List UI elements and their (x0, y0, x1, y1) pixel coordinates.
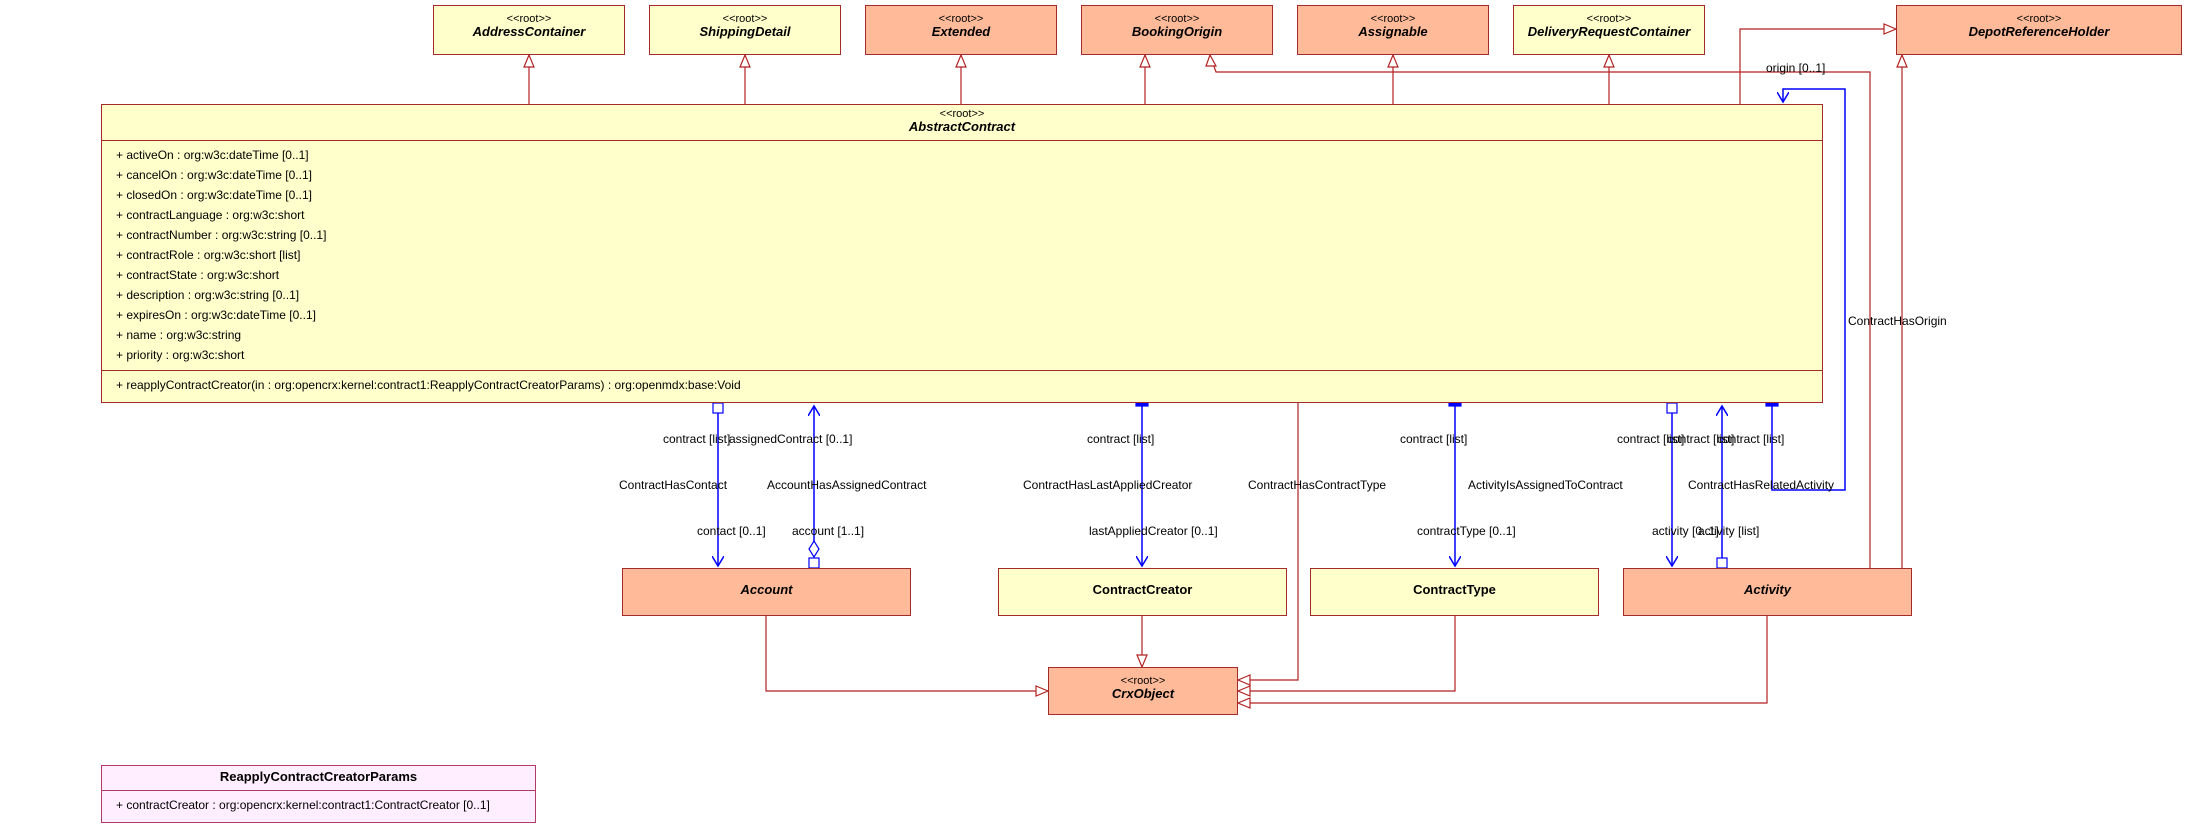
stereotype-label: <<root>> (1120, 675, 1166, 687)
label-contract-has-last-applied-creator: ContractHasLastAppliedCreator (1023, 478, 1192, 492)
class-name: ContractCreator (1092, 582, 1193, 597)
role-contract-list-activity-a: contract [list] (1617, 432, 1684, 446)
class-abstract-contract[interactable]: <<root>>AbstractContract + activeOn : or… (101, 104, 1823, 403)
class-reapply-contract-creator-params[interactable]: ReapplyContractCreatorParams + contractC… (101, 765, 536, 823)
role-contract-list-activity-c: contract [list] (1717, 432, 1784, 446)
stereotype-label: <<root>> (506, 13, 552, 25)
role-contact: contact [0..1] (697, 524, 766, 538)
operation-row: + reapplyContractCreator(in : org:opencr… (116, 378, 741, 392)
attribute-row: + priority : org:w3c:short (116, 348, 245, 362)
attributes-compartment: + activeOn : org:w3c:dateTime [0..1] + c… (102, 140, 1822, 370)
label-activity-is-assigned-to-contract: ActivityIsAssignedToContract (1468, 478, 1623, 492)
attribute-row: + name : org:w3c:string (116, 328, 242, 342)
stereotype-label: <<root>> (722, 13, 768, 25)
generalization-heads (523, 23, 1908, 709)
class-assignable[interactable]: <<root>>Assignable (1297, 5, 1489, 55)
stereotype-label: <<root>> (1586, 13, 1632, 25)
stereotype-label: <<root>> (1154, 13, 1200, 25)
attributes-compartment: + contractCreator : org:opencrx:kernel:c… (102, 790, 535, 817)
label-contract-has-contact: ContractHasContact (619, 478, 728, 492)
association-labels: ContractHasContact AccountHasAssignedCon… (619, 61, 1947, 538)
stereotype-label: <<root>> (1370, 13, 1416, 25)
class-name: ReapplyContractCreatorParams (219, 769, 418, 784)
role-last-applied-creator: lastAppliedCreator [0..1] (1089, 524, 1218, 538)
class-activity[interactable]: Activity (1623, 568, 1912, 616)
class-name: BookingOrigin (1131, 24, 1223, 39)
attribute-row: + contractNumber : org:w3c:string [0..1] (116, 228, 327, 242)
class-crx-object[interactable]: <<root>>CrxObject (1048, 667, 1238, 715)
attribute-row: + contractCreator : org:opencrx:kernel:c… (116, 798, 490, 812)
operations-compartment: + reapplyContractCreator(in : org:opencr… (102, 370, 1822, 397)
label-account-has-assigned-contract: AccountHasAssignedContract (767, 478, 927, 492)
class-name: AbstractContract (908, 119, 1016, 134)
role-contract-list-activity-b: contract [list] (1667, 432, 1734, 446)
attribute-row: + activeOn : org:w3c:dateTime [0..1] (116, 148, 309, 162)
stereotype-label: <<root>> (2016, 13, 2062, 25)
class-booking-origin[interactable]: <<root>>BookingOrigin (1081, 5, 1273, 55)
class-name: ShippingDetail (699, 24, 791, 39)
class-name: DepotReferenceHolder (1968, 24, 2110, 39)
attribute-row: + contractState : org:w3c:short (116, 268, 280, 282)
class-name: DeliveryRequestContainer (1527, 24, 1691, 39)
attribute-row: + closedOn : org:w3c:dateTime [0..1] (116, 188, 312, 202)
role-origin: origin [0..1] (1766, 61, 1825, 75)
role-assigned-contract: assignedContract [0..1] (729, 432, 852, 446)
class-name: ContractType (1413, 582, 1496, 597)
role-account: account [1..1] (792, 524, 864, 538)
role-contract-list-contact: contract [list] (663, 432, 730, 446)
class-name: Assignable (1358, 24, 1428, 39)
attribute-row: + contractRole : org:w3c:short [list] (116, 248, 301, 262)
role-contract-list-creator: contract [list] (1087, 432, 1154, 446)
class-name: AddressContainer (472, 24, 586, 39)
role-activity: activity [0..1] (1652, 524, 1719, 538)
class-account[interactable]: Account (622, 568, 911, 616)
class-delivery-request-container[interactable]: <<root>>DeliveryRequestContainer (1513, 5, 1705, 55)
label-contract-has-origin: ContractHasOrigin (1848, 314, 1947, 328)
class-name: Activity (1744, 582, 1791, 597)
association-lines (718, 88, 1846, 566)
stereotype-label: <<root>> (938, 13, 984, 25)
class-depot-reference-holder[interactable]: <<root>>DepotReferenceHolder (1896, 5, 2182, 55)
class-name: Extended (931, 24, 991, 39)
attribute-row: + cancelOn : org:w3c:dateTime [0..1] (116, 168, 312, 182)
role-contract-list-type: contract [list] (1400, 432, 1467, 446)
class-name: Account (740, 582, 793, 597)
attribute-row: + contractLanguage : org:w3c:short (116, 208, 305, 222)
attribute-row: + expiresOn : org:w3c:dateTime [0..1] (116, 308, 316, 322)
class-address-container[interactable]: <<root>>AddressContainer (433, 5, 625, 55)
label-contract-has-contract-type: ContractHasContractType (1248, 478, 1386, 492)
class-shipping-detail[interactable]: <<root>>ShippingDetail (649, 5, 841, 55)
class-contract-creator[interactable]: ContractCreator (998, 568, 1287, 616)
role-contract-type: contractType [0..1] (1417, 524, 1516, 538)
stereotype-label: <<root>> (939, 108, 985, 120)
class-name: CrxObject (1111, 686, 1175, 701)
class-contract-type[interactable]: ContractType (1310, 568, 1599, 616)
label-contract-has-related-activity: ContractHasRelatedActivity (1688, 478, 1834, 492)
class-extended[interactable]: <<root>>Extended (865, 5, 1057, 55)
role-activity-list: activity [list] (1698, 524, 1759, 538)
attribute-row: + description : org:w3c:string [0..1] (116, 288, 300, 302)
